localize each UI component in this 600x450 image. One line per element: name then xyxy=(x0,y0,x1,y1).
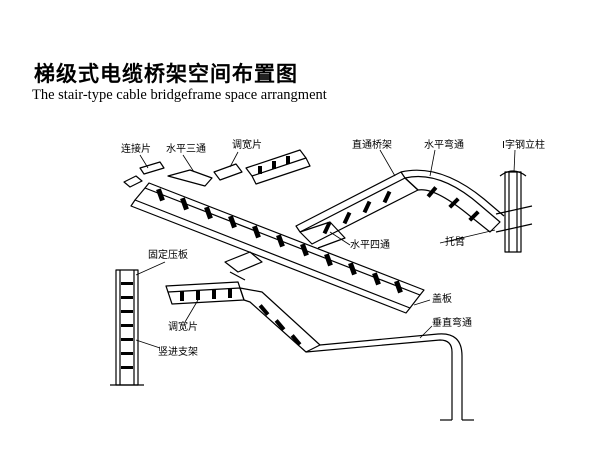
label-connector: 连接片 xyxy=(121,144,151,155)
upper-right-straight-tray xyxy=(295,171,419,245)
diagram-title-chinese: 梯级式电缆桥架空间布置图 xyxy=(34,61,298,86)
lower-horizontal-tray xyxy=(165,281,245,305)
horizontal-bend xyxy=(400,169,505,233)
label-straight-tray: 直通桥架 xyxy=(352,140,392,151)
label-horizontal-bend: 水平弯通 xyxy=(424,140,464,151)
horizontal-cross xyxy=(224,221,346,281)
label-bracket-arm: 托臂 xyxy=(445,237,465,248)
label-horizontal-tee: 水平三通 xyxy=(166,144,206,155)
label-cover-plate: 盖板 xyxy=(432,294,452,305)
label-fixing-plate: 固定压板 xyxy=(148,250,188,261)
i-steel-column xyxy=(495,170,533,253)
left-vertical-ladder xyxy=(110,269,144,386)
label-i-steel-column: I字钢立柱 xyxy=(502,140,545,151)
top-left-tray-segments xyxy=(123,149,311,188)
label-vertical-support: 竖进支架 xyxy=(158,347,198,358)
label-vertical-bend: 垂直弯通 xyxy=(432,318,472,329)
label-adjust-width-top: 调宽片 xyxy=(232,140,262,151)
descending-tray xyxy=(239,287,474,421)
diagram-title-english: The stair-type cable bridgeframe space a… xyxy=(32,87,327,103)
label-adjust-width-bottom: 调宽片 xyxy=(168,322,198,333)
label-horizontal-cross: 水平四通 xyxy=(350,240,390,251)
